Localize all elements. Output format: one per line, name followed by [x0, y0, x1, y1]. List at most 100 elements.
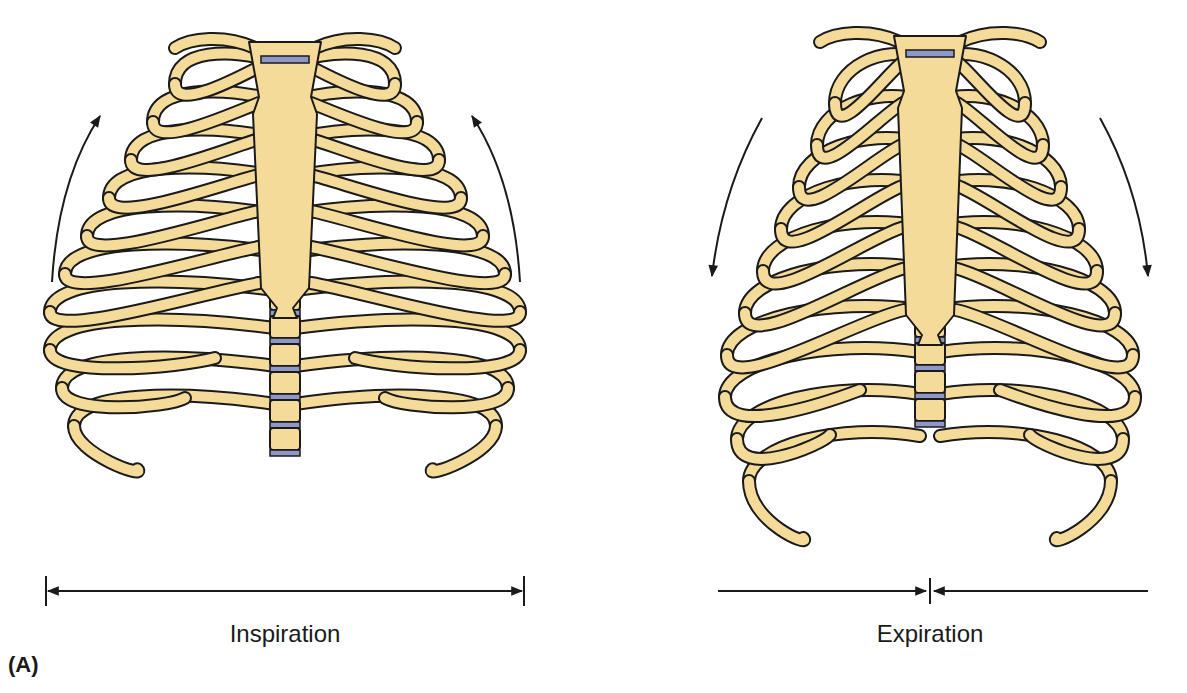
front-rib — [1030, 435, 1123, 459]
rib-side-front — [50, 39, 259, 472]
clavicle-stub-outline — [960, 33, 1040, 42]
front-rib-outline — [50, 283, 259, 321]
front-rib — [385, 388, 508, 407]
phase-label: Expiration — [877, 620, 984, 648]
front-rib-outline — [956, 310, 1133, 367]
rib-side-back — [295, 54, 520, 426]
clavicle-stub — [960, 33, 1040, 42]
sternum — [249, 42, 321, 318]
intervertebral-disc — [915, 421, 945, 427]
front-rib — [311, 103, 417, 132]
clavicle-stub — [315, 39, 395, 48]
front-rib-outline — [1000, 390, 1135, 416]
motion-arrow — [472, 116, 520, 282]
front-rib — [62, 388, 185, 407]
rib-side-front — [725, 33, 904, 540]
width-dimension — [934, 590, 1148, 592]
vertebra — [915, 371, 945, 393]
front-rib-outline — [62, 388, 185, 407]
front-rib — [311, 283, 520, 321]
motion-arrow — [712, 118, 762, 276]
front-rib — [737, 435, 830, 459]
front-rib-outline — [311, 103, 417, 132]
phase-label: Inspiration — [230, 620, 341, 648]
front-rib — [87, 211, 259, 245]
front-rib-outline — [311, 247, 505, 283]
clavicle-stub-outline — [175, 39, 255, 48]
front-rib-outline — [749, 481, 804, 540]
front-rib-outline — [87, 211, 259, 245]
motion-arrow — [52, 116, 100, 282]
front-rib-outline — [311, 211, 483, 245]
front-rib-outline — [109, 175, 259, 208]
intervertebral-disc — [270, 450, 300, 456]
front-rib — [749, 481, 804, 540]
clavicle-stub-outline — [820, 33, 900, 42]
front-rib — [65, 247, 259, 283]
front-rib-outline — [385, 388, 508, 407]
front-rib — [355, 350, 520, 368]
clavicle-stub-outline — [315, 39, 395, 48]
front-rib — [1000, 390, 1135, 416]
vertebra — [270, 400, 300, 422]
width-dimension — [48, 590, 522, 592]
front-rib — [432, 426, 496, 471]
front-rib — [956, 310, 1133, 367]
front-rib-outline — [432, 426, 496, 471]
dimension-tick — [45, 576, 47, 606]
front-rib — [131, 139, 259, 170]
front-rib — [311, 211, 483, 245]
motion-arrow — [1100, 118, 1148, 276]
rib-side-back — [50, 54, 275, 426]
front-rib — [311, 139, 439, 170]
vertebra — [915, 343, 945, 365]
front-rib-outline — [131, 139, 259, 170]
front-rib — [175, 67, 259, 95]
rib-side-front — [311, 39, 520, 472]
vertebra — [270, 344, 300, 366]
front-rib-outline — [175, 67, 259, 95]
rib-side-front — [956, 33, 1135, 540]
front-rib-outline — [355, 350, 520, 368]
vertebra — [270, 428, 300, 450]
vertebra — [270, 316, 300, 338]
panel-letter: (A) — [8, 652, 39, 678]
vertebra — [915, 399, 945, 421]
front-rib — [109, 175, 259, 208]
sternal-disc — [261, 56, 309, 63]
front-rib-outline — [1056, 481, 1111, 540]
sternum — [894, 36, 966, 345]
dimension-tick — [929, 578, 931, 604]
vertebra — [270, 372, 300, 394]
dimension-tick — [523, 576, 525, 606]
width-dimension — [718, 590, 926, 592]
front-rib — [311, 247, 505, 283]
front-rib — [1056, 481, 1111, 540]
rib-side-back — [725, 54, 920, 481]
sternal-disc — [906, 50, 954, 57]
front-rib-outline — [50, 350, 215, 368]
front-rib-outline — [737, 435, 830, 459]
front-rib-outline — [727, 310, 904, 367]
front-rib-outline — [74, 426, 138, 471]
front-rib — [74, 426, 138, 471]
front-rib-outline — [311, 139, 439, 170]
front-rib-outline — [311, 283, 520, 321]
front-rib-outline — [153, 103, 259, 132]
front-rib-outline — [311, 175, 461, 208]
front-rib — [727, 310, 904, 367]
front-rib-outline — [725, 390, 860, 416]
clavicle-stub — [820, 33, 900, 42]
front-rib — [311, 67, 395, 95]
rib-cage — [50, 39, 520, 472]
front-rib — [50, 283, 259, 321]
rib-side-back — [940, 54, 1135, 481]
front-rib — [153, 103, 259, 132]
front-rib — [50, 350, 215, 368]
rib-cage — [725, 33, 1135, 540]
front-rib-outline — [1030, 435, 1123, 459]
clavicle-stub — [175, 39, 255, 48]
front-rib-outline — [65, 247, 259, 283]
